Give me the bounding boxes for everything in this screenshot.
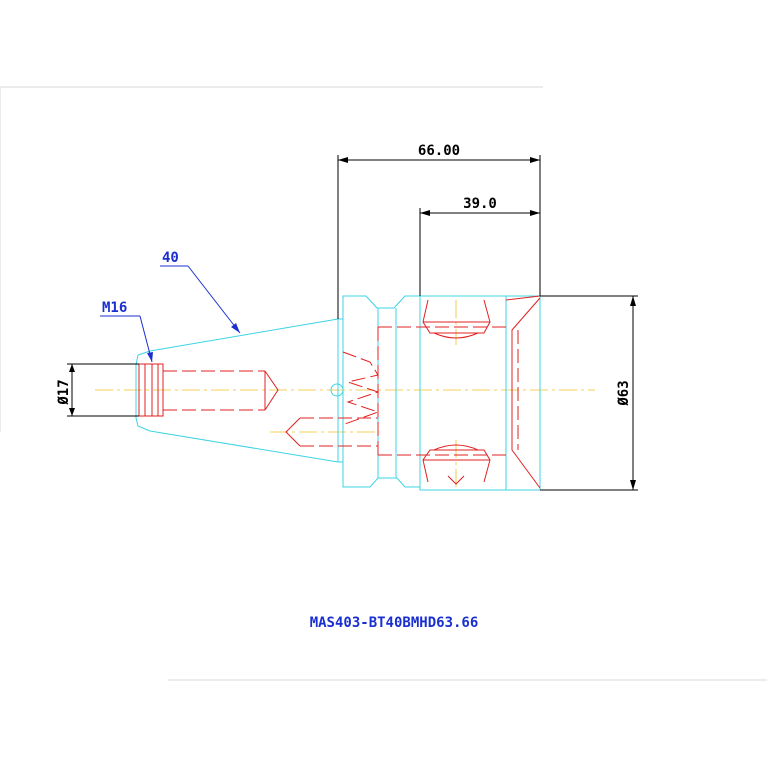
- flange-bottom-outline: [338, 461, 420, 488]
- dimension-39: 39.0: [419, 196, 540, 296]
- callout-40-leader: [187, 265, 241, 334]
- center-lines: [95, 300, 595, 488]
- callout-m16-text: M16: [102, 300, 127, 316]
- bore-drill-point: [264, 370, 279, 411]
- callout-thread: M16: [100, 300, 153, 363]
- dimension-d17: Ø17: [56, 363, 139, 417]
- bottom-clamp-hole: [422, 449, 491, 483]
- arrow-39-left: [420, 210, 430, 216]
- dim-text-17: Ø17: [56, 379, 72, 405]
- tool-holder-outline: [135, 295, 541, 491]
- dimension-66: 66.00: [337, 143, 541, 319]
- body-right-inner: [511, 297, 541, 489]
- arrow-17-bottom: [69, 408, 75, 416]
- flange-thread-zigzag: [342, 351, 380, 425]
- dim-text-39: 39.0: [463, 196, 497, 212]
- axis-marker-circle: [330, 383, 344, 397]
- flange-top-outline: [338, 295, 420, 320]
- arrow-66-right: [530, 157, 540, 163]
- arrow-63-top: [630, 296, 636, 306]
- callout-40-arrow: [231, 323, 240, 333]
- shank-end-outline: [135, 350, 151, 432]
- callout-taper: 40: [160, 250, 241, 334]
- taper-bottom-line: [149, 430, 339, 463]
- arrow-66-left: [338, 157, 348, 163]
- bottom-clamp-tip: [447, 475, 465, 485]
- screw-tip: [285, 417, 301, 447]
- part-number-label: MAS403-BT40BMHD63.66: [310, 615, 479, 631]
- thread-m16-box: [138, 363, 164, 417]
- body-outline: [419, 295, 541, 491]
- top-clamp-hole: [422, 299, 491, 334]
- arrow-63-bottom: [630, 480, 636, 490]
- callout-m16-arrow: [147, 352, 153, 362]
- arrow-17-top: [69, 364, 75, 372]
- top-clamp-arc: [433, 332, 479, 339]
- bottom-clamp-arc: [433, 444, 479, 451]
- callout-40-text: 40: [162, 250, 179, 266]
- taper-top-line: [149, 318, 339, 352]
- arrow-39-right: [530, 210, 540, 216]
- dimension-d63: Ø63: [540, 295, 638, 491]
- chamfer-top: [505, 295, 541, 301]
- hidden-features: [138, 295, 541, 489]
- dim-text-66: 66.00: [418, 143, 460, 159]
- dim-text-63: Ø63: [616, 380, 632, 406]
